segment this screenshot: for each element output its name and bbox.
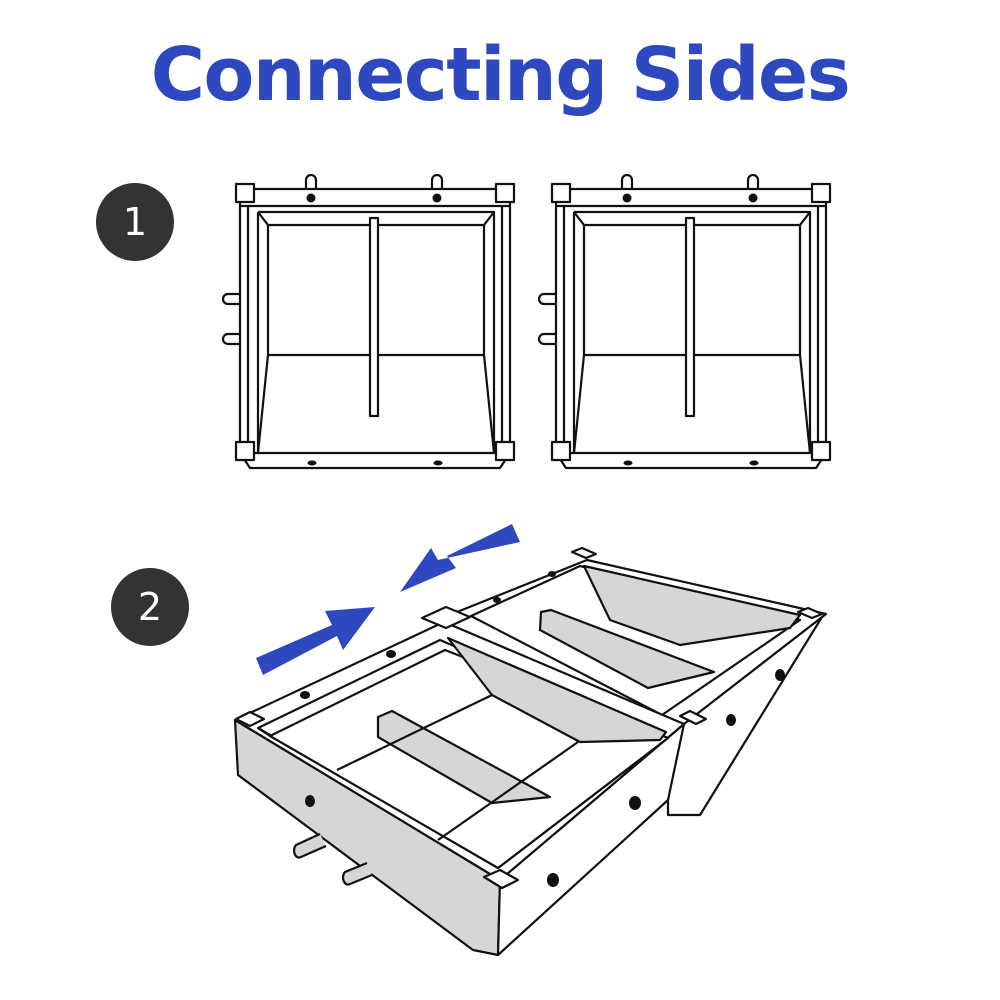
mold-side-right <box>537 173 832 470</box>
arrow-left-icon <box>400 524 520 592</box>
assembled-mold <box>233 546 828 957</box>
step-1-badge: 1 <box>96 183 174 261</box>
step-2-badge: 2 <box>111 568 189 646</box>
step-2-number: 2 <box>137 585 163 629</box>
page-title: Connecting Sides <box>150 32 851 118</box>
arrow-right-icon <box>256 607 375 675</box>
step-1-number: 1 <box>122 200 148 244</box>
mold-side-left <box>221 173 516 470</box>
join-arrows <box>256 524 520 675</box>
